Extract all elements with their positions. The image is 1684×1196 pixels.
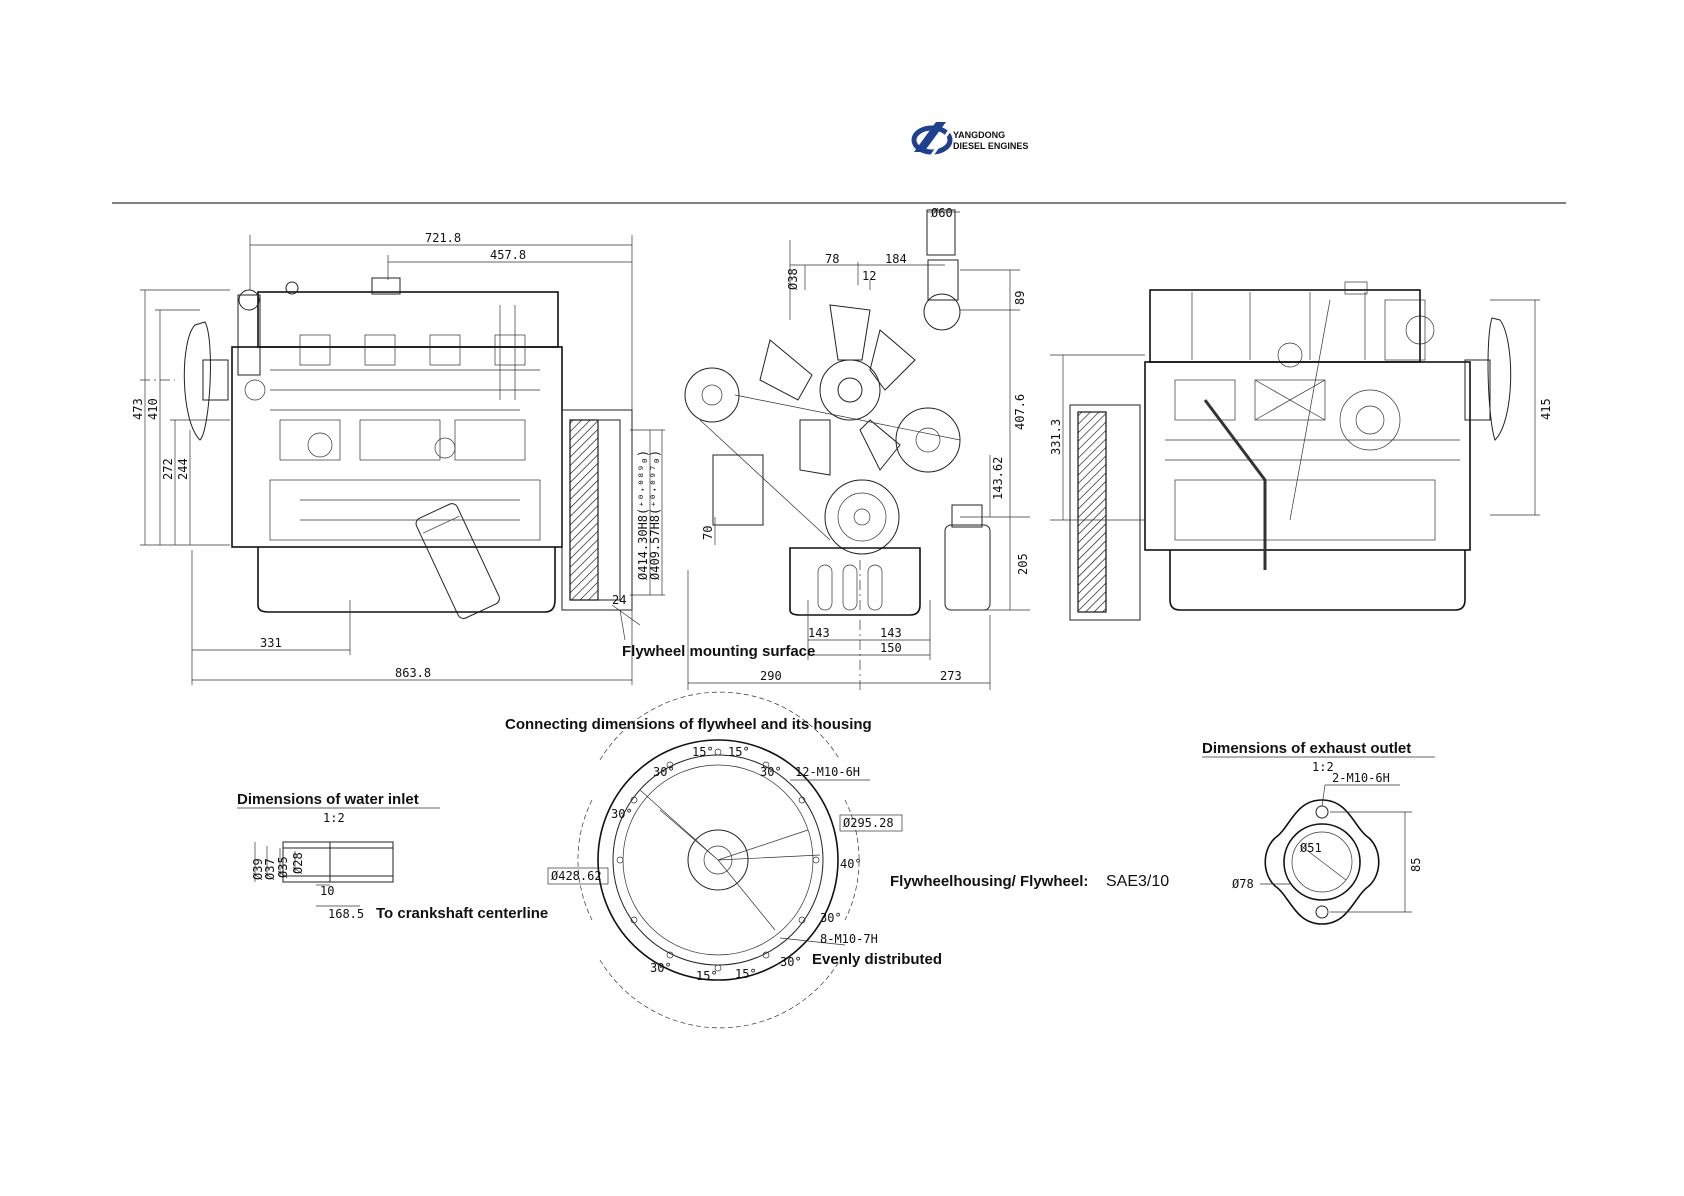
dim-water-10: 10	[320, 884, 334, 898]
turbo-icon	[923, 293, 961, 331]
exhaust-outlet-detail: Dimensions of exhaust outlet 1:2 Ø51 2-M…	[1202, 740, 1435, 925]
dim-water-168-5: 168.5	[328, 907, 364, 921]
dim-415: 415	[1539, 398, 1553, 420]
exhaust-inner-dia: Ø51	[1300, 841, 1322, 855]
flywheel-spec: Flywheelhousing/ Flywheel: SAE3/10	[890, 873, 1169, 890]
fan-icon	[759, 304, 916, 476]
dim-12: 12	[862, 269, 876, 283]
flywheel-angle-6: 40°	[840, 857, 862, 871]
dim-water-37: Ø37	[263, 858, 277, 880]
dim-205: 205	[1016, 553, 1030, 575]
water-inlet-scale: 1:2	[323, 811, 345, 825]
side-view: 721.8 457.8 473 410 272 244 331 863.8 Ø4…	[131, 231, 665, 685]
dim-410: 410	[146, 398, 160, 420]
dim-89: 89	[1013, 291, 1027, 305]
dim-dia-38: Ø38	[786, 268, 800, 290]
dim-143-right: 143	[880, 626, 902, 640]
dim-272: 272	[161, 458, 175, 480]
brand-logo: YANGDONG DIESEL ENGINES	[911, 122, 1028, 159]
dim-flywheel-housing-dia: Ø414.30H8(⁺⁰·⁰⁸⁹₀)	[636, 450, 650, 580]
exhaust-dia: Ø78	[1232, 877, 1254, 891]
dim-dia-60: Ø60	[931, 206, 953, 220]
oil-filter-icon	[415, 503, 500, 619]
dim-863-8: 863.8	[395, 666, 431, 680]
dim-water-28: Ø28	[291, 852, 305, 874]
bolt-circle	[577, 691, 860, 1029]
brand-line2: DIESEL ENGINES	[953, 141, 1028, 151]
dim-331: 331	[260, 636, 282, 650]
front-view: Ø60 Ø38 78 184 12 89 407.6 143.62 70 205…	[684, 206, 1030, 690]
flywheel-angle-3: 30°	[653, 765, 675, 779]
rear-view: 331.3 415	[1049, 281, 1553, 621]
flywheel-small-bolts: 8-M10-7H	[820, 932, 878, 946]
flywheel-outer-dia: Ø428.62	[551, 869, 602, 883]
dim-78: 78	[825, 252, 839, 266]
flywheel-pcd-dia: Ø295.28	[843, 816, 894, 830]
dim-273: 273	[940, 669, 962, 683]
flywheel-angle-2: 15°	[728, 745, 750, 759]
oil-filter-icon	[944, 524, 991, 611]
dim-143-62: 143.62	[991, 457, 1005, 500]
exhaust-bolt-spec: 2-M10-6H	[1332, 771, 1390, 785]
flywheel-bolt-spec: 12-M10-6H	[795, 765, 860, 779]
water-inlet-title: Dimensions of water inlet	[237, 791, 419, 808]
dim-water-39: Ø39	[251, 858, 265, 880]
dim-721-8: 721.8	[425, 231, 461, 245]
water-inlet-detail: Dimensions of water inlet 1:2 Ø39 Ø37 Ø3…	[237, 791, 548, 922]
dim-water-35: Ø35	[276, 856, 290, 878]
water-pump-pulley-icon	[895, 407, 961, 473]
dim-24: 24	[612, 593, 626, 607]
dim-150: 150	[880, 641, 902, 655]
crank-pulley-icon	[824, 479, 900, 555]
yangdong-logo-icon	[911, 122, 953, 159]
dim-331-3: 331.3	[1049, 419, 1063, 455]
dim-457-8: 457.8	[490, 248, 526, 262]
dim-290: 290	[760, 669, 782, 683]
flywheel-spec-value: SAE3/10	[1106, 873, 1169, 890]
dim-flywheel-housing-dia-2: Ø409.57H8(⁺⁰·⁰⁹⁷₀)	[648, 450, 662, 580]
alternator-icon	[684, 367, 740, 423]
exhaust-flange	[1264, 799, 1380, 925]
to-crankshaft-label: To crankshaft centerline	[376, 905, 548, 922]
dim-143-left: 143	[808, 626, 830, 640]
dim-70: 70	[701, 526, 715, 540]
exhaust-title: Dimensions of exhaust outlet	[1202, 740, 1411, 757]
dim-473: 473	[131, 398, 145, 420]
brand-line1: YANGDONG	[953, 130, 1005, 140]
flywheel-angle-4: 30°	[760, 765, 782, 779]
exhaust-scale: 1:2	[1312, 760, 1334, 774]
flywheel-angle-11: 30°	[650, 961, 672, 975]
dim-244: 244	[176, 458, 190, 480]
fan-blade-icon	[1487, 317, 1512, 441]
flywheel-angle-10: 15°	[735, 967, 757, 981]
flywheel-angle-7: 30°	[820, 911, 842, 925]
flywheel-angle-5: 30°	[611, 807, 633, 821]
evenly-distributed-label: Evenly distributed	[812, 951, 942, 968]
flywheel-section-title: Connecting dimensions of flywheel and it…	[505, 716, 872, 733]
flywheel-angle-1: 15°	[692, 745, 714, 759]
dim-407-6: 407.6	[1013, 394, 1027, 430]
flywheel-spec-label: Flywheelhousing/ Flywheel:	[890, 873, 1088, 890]
exhaust-height: 85	[1409, 858, 1423, 872]
flywheel-detail: 15° 15° 30° 30° 30° 40° 30° 30° 15° 15° …	[547, 691, 942, 1029]
flywheel-angle-8: 30°	[780, 955, 802, 969]
dim-184: 184	[885, 252, 907, 266]
flywheel-angle-9: 15°	[696, 969, 718, 983]
fan-blade-icon	[183, 321, 211, 441]
flywheel-mounting-label: Flywheel mounting surface	[622, 643, 815, 660]
